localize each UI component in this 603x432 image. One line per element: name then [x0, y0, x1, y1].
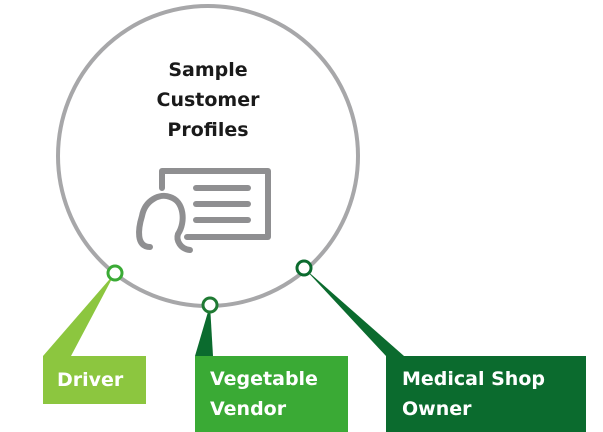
title-line-2: Customer: [156, 89, 260, 111]
connector-driver: [43, 273, 115, 356]
profile-box-medical-shop-owner: Medical Shop Owner: [386, 356, 586, 432]
connector-vegetable-vendor: [195, 305, 213, 356]
profile-label-driver: Driver: [57, 369, 124, 391]
connector-medical-shop-owner: [304, 268, 404, 356]
profile-label-vegetable-line-1: Vegetable: [210, 368, 318, 390]
diagram-title: Sample Customer Profiles: [108, 55, 308, 145]
profile-label-medical-line-2: Owner: [402, 398, 472, 420]
profile-box-driver: Driver: [43, 356, 146, 404]
title-line-3: Profiles: [167, 119, 249, 141]
profile-box-vegetable-vendor: Vegetable Vendor: [195, 356, 348, 432]
node-vegetable-vendor: [201, 296, 219, 314]
profile-card-icon: [136, 168, 271, 253]
node-driver: [106, 264, 124, 282]
profiles-circle: [56, 4, 360, 308]
profile-label-medical-line-1: Medical Shop: [402, 368, 545, 390]
profile-label-vegetable-line-2: Vendor: [210, 398, 287, 420]
title-line-1: Sample: [168, 59, 248, 81]
node-medical-shop-owner: [295, 259, 313, 277]
